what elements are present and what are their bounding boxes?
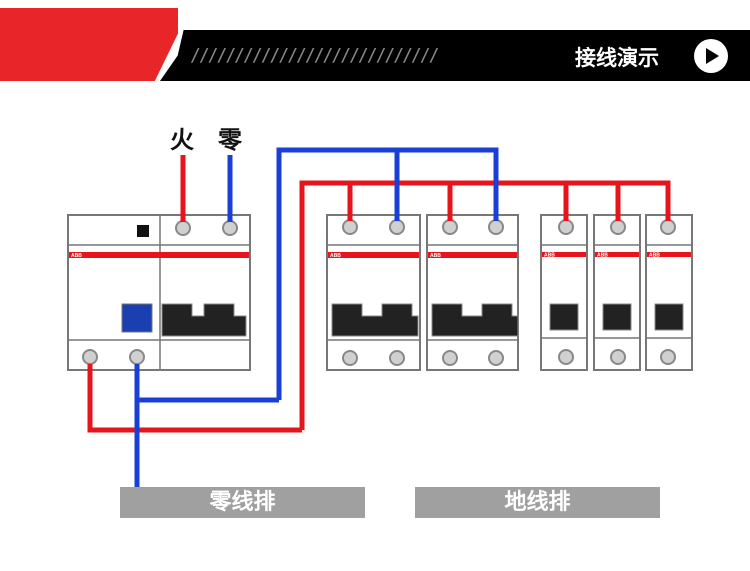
brand-label: ABB	[330, 253, 341, 259]
live-label: 火	[170, 126, 194, 154]
rcbo-switch	[161, 303, 247, 337]
switch-1p-2	[602, 303, 632, 331]
brand-label: ABB	[71, 253, 82, 259]
breaker-1p-3	[645, 214, 693, 371]
breaker-2p-2	[426, 214, 519, 371]
indicator-square	[137, 225, 149, 237]
breaker-1p-2	[593, 214, 641, 371]
breaker-1p-1	[540, 214, 588, 371]
rcbo-breaker	[67, 214, 251, 371]
header-bar	[160, 30, 750, 81]
brand-label: ABB	[430, 253, 441, 259]
ground-bar: 地线排	[415, 487, 660, 518]
test-button	[121, 303, 153, 333]
switch-1p-1	[549, 303, 579, 331]
neutral-label: 零	[218, 126, 242, 154]
neutral-bar: 零线排	[120, 487, 365, 518]
terminals	[82, 219, 676, 366]
breaker-2p-1	[326, 214, 421, 371]
header-title: 接线演示	[575, 46, 659, 70]
play-icon[interactable]	[694, 39, 728, 73]
header-slashes: ////////////////////////////	[190, 45, 439, 66]
brand-label: ABB	[597, 253, 608, 259]
switch-2p-2	[431, 303, 519, 337]
switch-2p-1	[331, 303, 419, 337]
header-red-block	[0, 8, 178, 81]
brand-label: ABB	[649, 253, 660, 259]
brand-label: ABB	[544, 253, 555, 259]
switch-1p-3	[654, 303, 684, 331]
